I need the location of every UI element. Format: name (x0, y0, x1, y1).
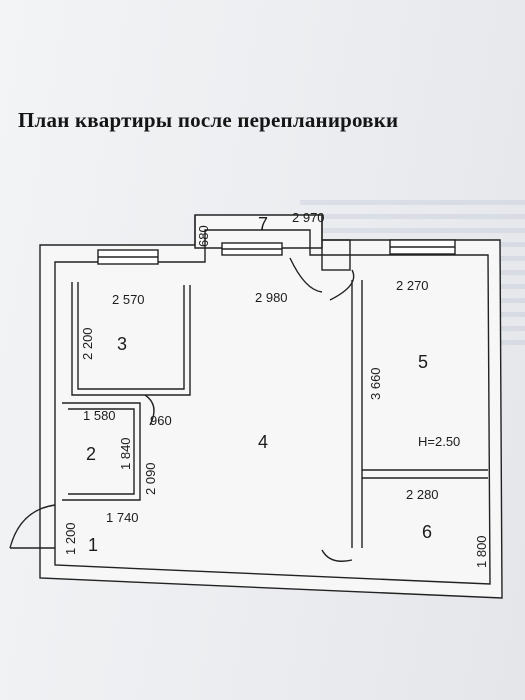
dim-1200: 1 200 (63, 522, 78, 555)
dim-1800: 1 800 (474, 535, 489, 568)
room-7-label: 7 (258, 214, 268, 234)
room3-wall (71, 282, 191, 396)
room-4-label: 4 (258, 432, 268, 452)
dim-680: 680 (196, 225, 211, 247)
dim-3660: 3 660 (368, 367, 383, 400)
dim-2570: 2 570 (112, 292, 145, 307)
room-2-label: 2 (86, 444, 96, 464)
divider-5-6 (362, 469, 488, 479)
inner-wall (54, 229, 491, 585)
dim-2200: 2 200 (80, 327, 95, 360)
dim-2280: 2 280 (406, 487, 439, 502)
ceiling-height: H=2.50 (418, 434, 460, 449)
dim-1740: 1 740 (106, 510, 139, 525)
room-1-label: 1 (88, 535, 98, 555)
room-5-label: 5 (418, 352, 428, 372)
dim-2090: 2 090 (143, 462, 158, 495)
room-6-label: 6 (422, 522, 432, 542)
dim-2270: 2 270 (396, 278, 429, 293)
dim-2980: 2 980 (255, 290, 288, 305)
page-title: План квартиры после перепланировки (18, 108, 399, 132)
dim-2970: 2 970 (292, 210, 325, 225)
dim-1840: 1 840 (118, 437, 133, 470)
room2-wall (62, 402, 141, 501)
dim-1580: 1 580 (83, 408, 116, 423)
partition-wall (351, 280, 363, 548)
outer-wall (39, 214, 503, 599)
dim-960: 960 (150, 413, 172, 428)
room-3-label: 3 (117, 334, 127, 354)
